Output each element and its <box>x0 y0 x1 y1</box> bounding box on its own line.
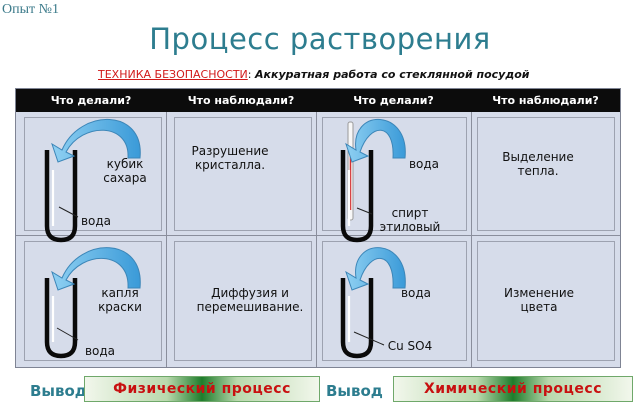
header-what-observed-2: Что наблюдали? <box>471 89 620 112</box>
conclusion-label-2: Вывод <box>326 382 383 400</box>
header-what-observed-1: Что наблюдали? <box>166 89 316 112</box>
safety-note: ТЕХНИКА БЕЗОПАСНОСТИ: Аккуратная работа … <box>98 68 530 81</box>
column-divider <box>316 112 317 367</box>
cell-frame <box>24 241 162 361</box>
cell-frame <box>322 241 467 361</box>
column-divider <box>166 112 167 367</box>
label-water: вода <box>80 214 112 228</box>
slide-title: Процесс растворения <box>149 22 491 56</box>
observation-diffusion: Диффузия и перемешивание. <box>196 286 304 314</box>
test-tube-icon <box>44 150 78 243</box>
label-water: вода <box>400 286 432 300</box>
experiment-label: Опыт №1 <box>2 2 59 17</box>
cell-frame <box>322 117 467 231</box>
observation-heat-release: Выделение тепла. <box>502 150 574 178</box>
curved-arrow-icon <box>345 247 406 291</box>
safety-text: Аккуратная работа со стеклянной посудой <box>255 68 530 81</box>
safety-colon: : <box>247 68 252 81</box>
pointer-line <box>58 206 79 218</box>
label-paint-drop: капля краски <box>98 286 142 314</box>
header-what-did-1: Что делали? <box>16 89 166 112</box>
pointer-line <box>353 331 385 346</box>
curved-arrow-icon <box>51 118 141 163</box>
curved-arrow-icon <box>51 247 141 291</box>
header-what-did-2: Что делали? <box>316 89 471 112</box>
observation-crystal-destruction: Разрушение кристалла. <box>191 144 269 172</box>
curved-arrow-icon <box>345 118 406 163</box>
cell-frame <box>477 241 615 361</box>
label-water: вода <box>408 157 440 171</box>
cell-frame <box>174 241 312 361</box>
label-copper-sulfate: Cu SO4 <box>387 339 433 353</box>
conclusion-chemical-process: Химический процесс <box>393 376 633 402</box>
pointer-line <box>56 327 79 341</box>
label-water: вода <box>84 344 116 358</box>
conclusion-physical-process: Физический процесс <box>84 376 320 402</box>
label-ethyl-alcohol: спирт этиловый <box>379 206 441 234</box>
cell-frame <box>24 117 162 231</box>
cell-frame <box>477 117 615 231</box>
observation-color-change: Изменение цвета <box>503 286 575 314</box>
row-divider <box>16 235 620 236</box>
label-sugar-cube: кубик сахара <box>103 157 147 185</box>
conclusion-label-1: Вывод <box>30 382 87 400</box>
test-tube-icon <box>340 150 374 243</box>
cell-frame <box>174 117 312 231</box>
experiment-table: Что делали? Что наблюдали? Что делали? Ч… <box>15 88 621 368</box>
pointer-line <box>356 207 373 215</box>
column-divider <box>471 112 472 367</box>
safety-link[interactable]: ТЕХНИКА БЕЗОПАСНОСТИ <box>98 68 248 81</box>
test-tube-icon <box>44 278 78 359</box>
test-tube-icon <box>340 278 374 359</box>
